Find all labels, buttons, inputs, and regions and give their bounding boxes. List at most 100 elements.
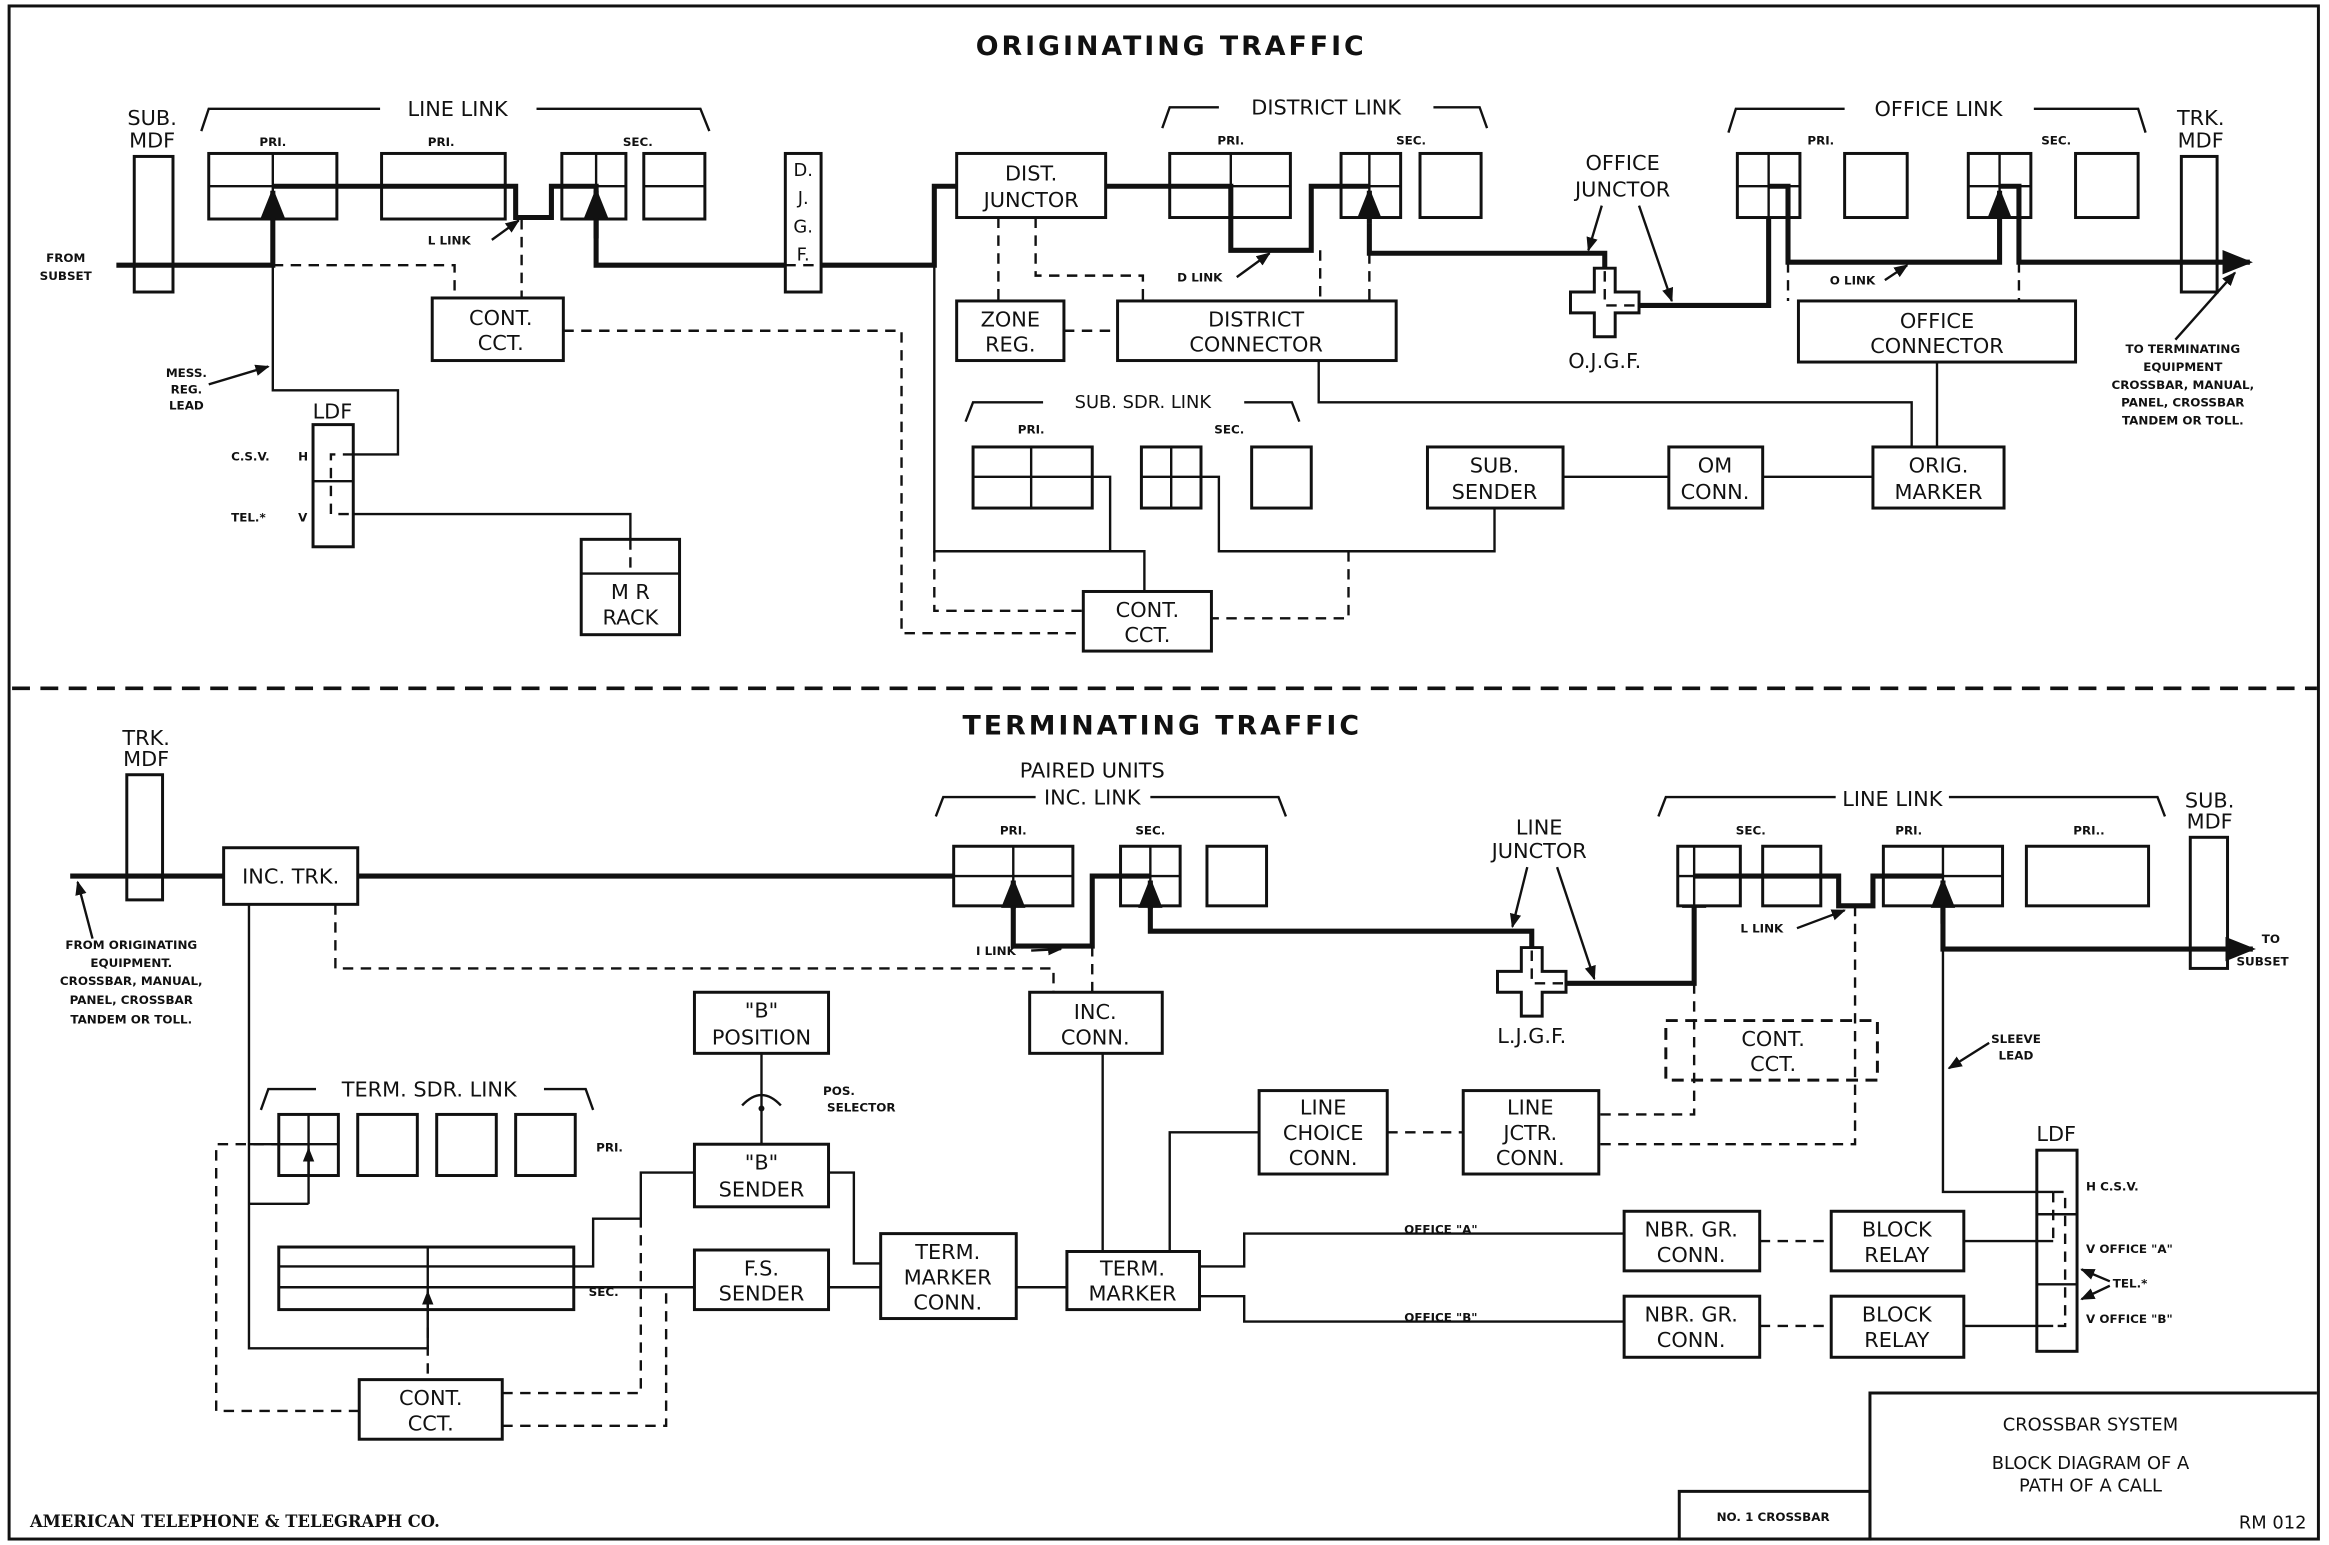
d-link-label: D LINK [1177, 271, 1223, 285]
v-label: V [298, 510, 308, 524]
cont-cct-label: CCT. [408, 1411, 454, 1435]
company-name: AMERICAN TELEPHONE & TELEGRAPH CO. [29, 1512, 440, 1531]
tel-label: TEL.* [231, 510, 266, 524]
nbr-gr-conn-b [1622, 1294, 1762, 1359]
pri-label: PRI. [1807, 134, 1834, 148]
sec-label: SEC. [589, 1285, 619, 1299]
term-marker-conn-label: CONN. [913, 1291, 982, 1315]
block-relay-label: RELAY [1864, 1328, 1929, 1352]
office-junctor-label: OFFICE [1586, 151, 1660, 175]
office-connector-label: CONNECTOR [1870, 334, 2004, 358]
office-junctor-label: JUNCTOR [1573, 178, 1670, 202]
block-relay-label: BLOCK [1862, 1303, 1933, 1327]
pri-label: PRI. [596, 1141, 623, 1155]
cont-cct-label: CONT. [469, 306, 532, 330]
pos-selector-arc [741, 1093, 782, 1107]
title-block: NO. 1 CROSSBAR CROSSBAR SYSTEM BLOCK DIA… [29, 1391, 2317, 1541]
from-originating-label: EQUIPMENT. [90, 956, 172, 970]
trk-mdf-frame [2179, 154, 2219, 294]
zone-reg-label: ZONE [981, 307, 1040, 331]
sub-mdf-label: SUB. [2185, 789, 2234, 813]
office-link-label: OFFICE LINK [1875, 97, 2004, 121]
line-link-label: LINE LINK [1842, 787, 1943, 811]
ldf-frame [2035, 1148, 2079, 1353]
mr-rack-label: M R [611, 580, 650, 604]
mr-rack [579, 537, 682, 637]
cont-cct-label: CCT. [1124, 623, 1170, 647]
orig-marker-label: ORIG. [1909, 453, 1969, 477]
pri-label: PRI. [1000, 823, 1027, 837]
district-connector-label: DISTRICT [1208, 307, 1304, 331]
office-a-label: OFFICE "A" [1404, 1223, 1477, 1237]
line-choice-conn [1257, 1089, 1389, 1176]
district-link-label: DISTRICT LINK [1251, 96, 1402, 120]
term-marker [1065, 1250, 1202, 1312]
term-marker-conn [879, 1232, 1018, 1321]
block-relay-b [1829, 1294, 1966, 1359]
zone-reg [955, 299, 1066, 363]
term-marker-conn-label: MARKER [904, 1265, 992, 1289]
to-subset-label: TO [2262, 932, 2280, 946]
from-originating-label: FROM ORIGINATING [65, 938, 197, 952]
nbr-gr-conn-label: NBR. GR. [1644, 1218, 1737, 1242]
tel-label: TEL.* [2113, 1276, 2148, 1290]
fs-sender-label: F.S. [744, 1256, 779, 1280]
djgf-label: J. [797, 188, 809, 209]
cont-cct-sub-sdr [1081, 589, 1213, 653]
cont-cct-label: CONT. [399, 1386, 462, 1410]
line-jctr-conn [1461, 1089, 1601, 1176]
inc-link-bracket [934, 795, 1288, 817]
om-conn-label: OM [1698, 453, 1732, 477]
section-title-originating: ORIGINATING TRAFFIC [976, 31, 1367, 62]
cont-cct-line-link [1664, 1019, 1879, 1082]
fs-sender [692, 1248, 831, 1312]
ljgf-cross [1495, 946, 1568, 1018]
inc-conn [1028, 990, 1164, 1055]
line-link-label: LINE LINK [407, 97, 508, 121]
orig-marker [1871, 445, 2006, 510]
from-subset-label: SUBSET [40, 269, 93, 283]
line-junctor-label: JUNCTOR [1490, 839, 1587, 863]
inc-link-label: INC. LINK [1044, 786, 1142, 810]
cont-cct-line-link [430, 296, 565, 363]
sub-mdf-label: MDF [129, 128, 175, 152]
ldf-label: LDF [313, 400, 353, 424]
term-marker-label: TERM. [1099, 1256, 1165, 1280]
to-terminating-label: TO TERMINATING [2126, 342, 2241, 356]
o-link-label: O LINK [1830, 274, 1876, 288]
line-jctr-conn-label: CONN. [1496, 1146, 1565, 1170]
sub-sdr-link-switches [971, 445, 1313, 510]
ojgf-label: O.J.G.F. [1568, 349, 1641, 373]
diagram-description: PATH OF A CALL [2019, 1475, 2162, 1496]
ldf-frame [311, 423, 355, 549]
b-sender-label: SENDER [719, 1177, 805, 1201]
sub-sender-label: SENDER [1452, 480, 1538, 504]
djgf-label: D. [793, 160, 812, 181]
trk-mdf-label: TRK. [2176, 106, 2225, 130]
trk-mdf-label: MDF [2178, 128, 2224, 152]
cont-cct-term-sdr [357, 1378, 504, 1441]
term-marker-label: MARKER [1088, 1282, 1176, 1306]
mess-reg-lead-label: MESS. [166, 366, 207, 380]
csv-label: C.S.V. [231, 449, 270, 463]
to-terminating-label: TANDEM OR TOLL. [2122, 414, 2244, 428]
line-jctr-conn-label: JCTR. [1501, 1121, 1557, 1145]
district-connector-label: CONNECTOR [1189, 333, 1323, 357]
sec-label: SEC. [2041, 134, 2071, 148]
office-connector-label: OFFICE [1900, 309, 1974, 333]
nbr-gr-conn-label: CONN. [1657, 1328, 1726, 1352]
from-originating-label: CROSSBAR, MANUAL, [60, 974, 203, 988]
cont-cct-label: CCT. [1750, 1052, 1796, 1076]
from-originating-label: TANDEM OR TOLL. [70, 1013, 192, 1027]
office-b-label: OFFICE "B" [1404, 1311, 1477, 1325]
sleeve-lead-label: SLEEVE [1991, 1032, 2041, 1046]
pri-label: PRI. [1018, 423, 1045, 437]
equipment-label: NO. 1 CROSSBAR [1717, 1510, 1830, 1524]
sec-label: SEC. [1396, 134, 1426, 148]
pos-selector-label: SELECTOR [827, 1100, 896, 1114]
to-terminating-label: PANEL, CROSSBAR [2121, 396, 2244, 410]
term-marker-conn-label: TERM. [914, 1240, 980, 1264]
office-link-bracket [1727, 107, 2147, 133]
sleeve-lead-label: LEAD [1999, 1048, 2034, 1062]
equipment-box [1677, 1489, 1872, 1541]
